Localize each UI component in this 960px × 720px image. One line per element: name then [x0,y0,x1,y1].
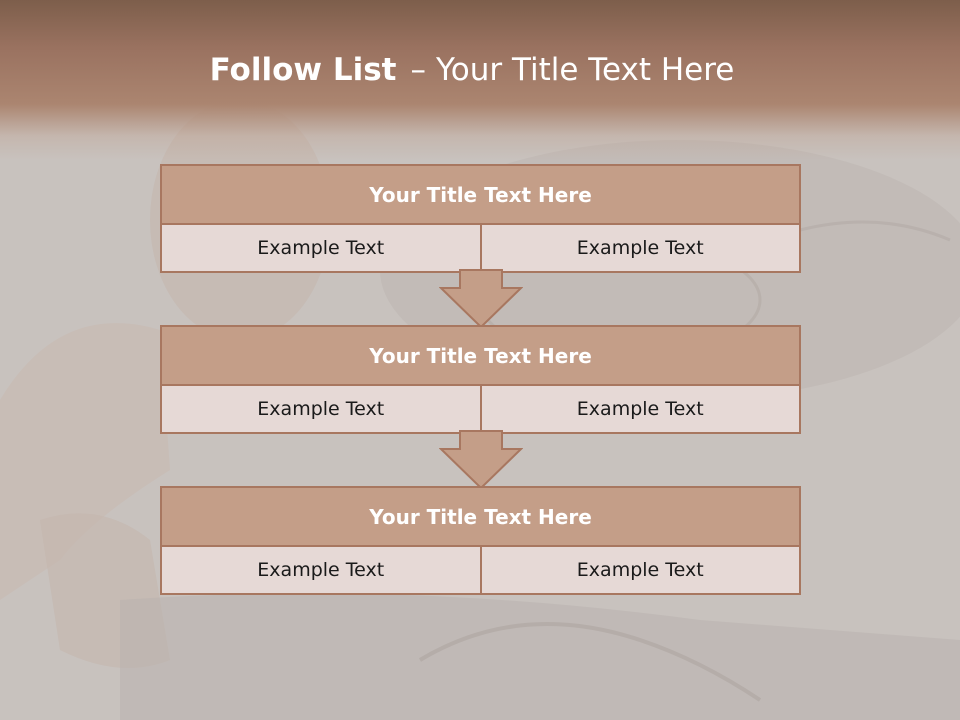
slide-title: Follow List–Your Title Text Here [0,52,944,88]
step-title: Your Title Text Here [162,488,799,547]
step-text-left: Example Text [162,386,480,432]
step-row: Example Text Example Text [162,386,799,432]
down-arrow-icon [439,269,523,329]
header-band [0,0,960,160]
step-text-left: Example Text [162,547,480,593]
step-box-2: Your Title Text Here Example Text Exampl… [160,325,801,434]
step-row: Example Text Example Text [162,547,799,593]
step-box-3: Your Title Text Here Example Text Exampl… [160,486,801,595]
step-text-right: Example Text [479,386,799,432]
step-box-1: Your Title Text Here Example Text Exampl… [160,164,801,273]
down-arrow-icon [439,430,523,490]
step-row: Example Text Example Text [162,225,799,271]
step-text-right: Example Text [479,225,799,271]
title-rest-part: Your Title Text Here [435,52,735,88]
step-title: Your Title Text Here [162,327,799,386]
step-text-left: Example Text [162,225,480,271]
title-bold-part: Follow List [209,52,397,88]
title-dash: – [410,52,426,88]
step-text-right: Example Text [479,547,799,593]
step-title: Your Title Text Here [162,166,799,225]
